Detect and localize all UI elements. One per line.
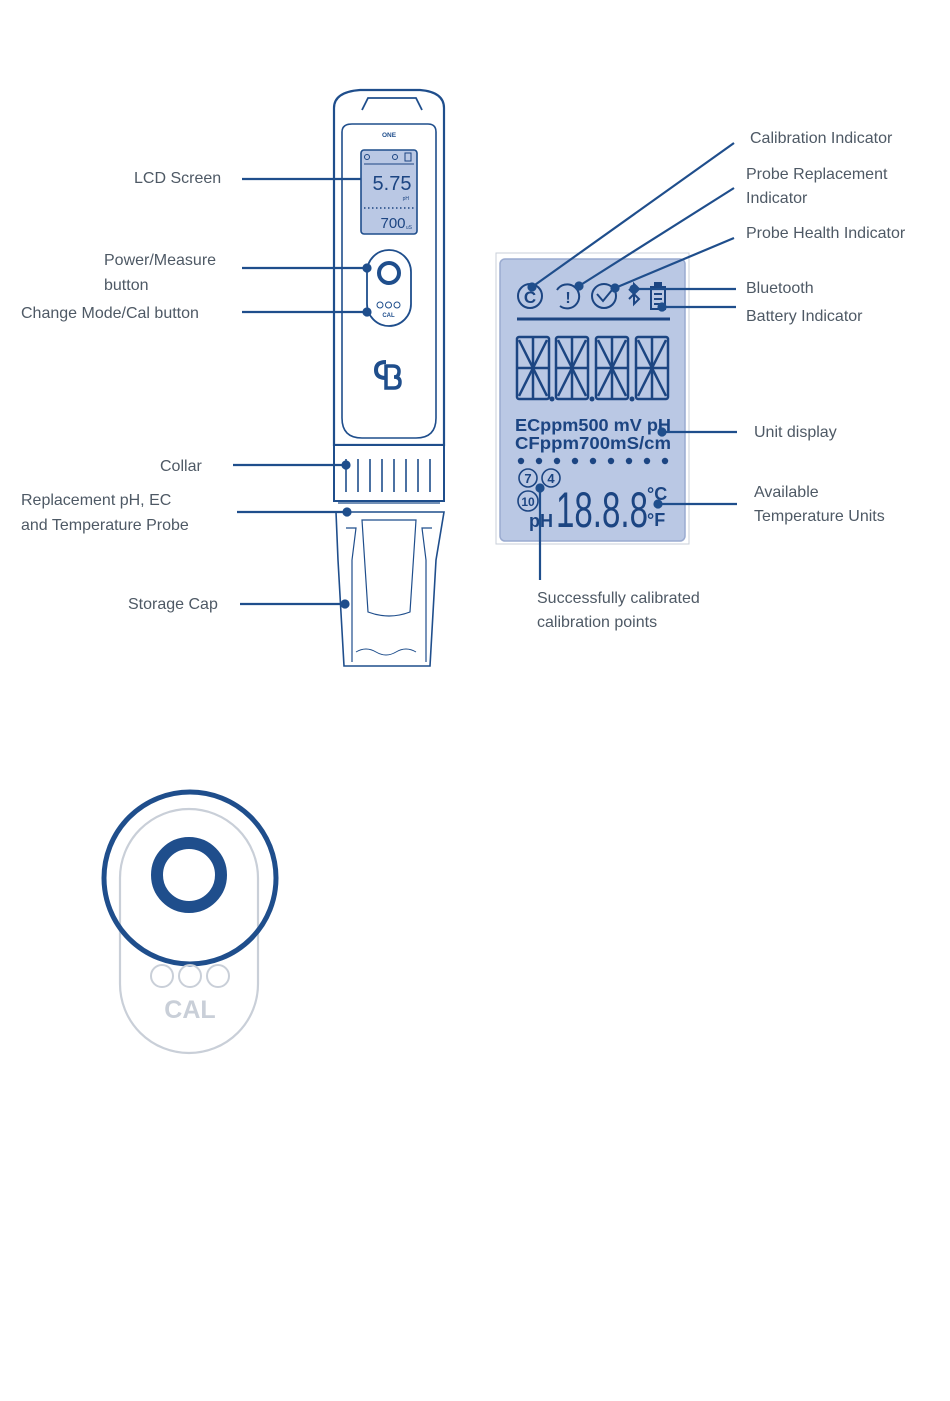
device-storage-cap <box>335 511 445 667</box>
lcd-unit-fahrenheit: °F <box>647 510 665 530</box>
device-cap-inner-right <box>421 527 432 662</box>
calibration-indicator-glyph: C <box>524 288 536 307</box>
cal-point-10: 10 <box>521 495 535 509</box>
lcd-digit-row <box>515 335 670 401</box>
device-power-button[interactable] <box>377 261 401 285</box>
lcd-unit-row-1: ECppm500 mV pH <box>515 415 671 435</box>
cal-point-7: 7 <box>524 471 531 486</box>
label-probe-line1: Replacement pH, EC <box>21 492 172 509</box>
label-calibration-indicator: Calibration Indicator <box>750 130 893 147</box>
device-collar-ridges <box>345 459 431 492</box>
probe-health-icon <box>591 283 617 309</box>
device-lcd-main-unit: pH <box>403 196 410 202</box>
closeup-power-button[interactable] <box>151 837 227 913</box>
lcd-digit-3 <box>594 335 630 401</box>
lcd-decimal-points <box>549 396 635 402</box>
label-unit-display: Unit display <box>754 424 837 441</box>
label-storage-cap: Storage Cap <box>128 596 218 613</box>
left-callout-lines <box>233 177 372 609</box>
label-probe-health: Probe Health Indicator <box>746 225 906 242</box>
closeup-cal-dot-1 <box>150 964 174 988</box>
probe-replacement-icon <box>556 283 581 310</box>
label-change-mode: Change Mode/Cal button <box>21 305 199 322</box>
lcd-top-icons: C ! <box>517 281 666 310</box>
closeup-cal-dot-3 <box>206 964 230 988</box>
label-temp-units-line2: Temperature Units <box>754 508 885 525</box>
device-cal-dot-2 <box>385 301 392 309</box>
device-cal-dot-1 <box>376 301 384 309</box>
lcd-dot-row <box>517 457 669 465</box>
label-lcd-screen: LCD Screen <box>134 170 222 187</box>
lcd-digit-2 <box>554 335 590 401</box>
closeup-cal-dot-2 <box>178 964 202 988</box>
lcd-temp-digits: 18.8.8 <box>556 482 648 538</box>
device-lcd-screen <box>360 149 418 235</box>
device-brand-text: ONE <box>382 132 397 139</box>
device-lcd-health-icon <box>392 154 398 160</box>
probe-health-check <box>596 289 613 303</box>
right-callout-lines <box>527 142 737 580</box>
label-probe-replacement-line1: Probe Replacement <box>746 166 888 183</box>
label-power-button-line2: button <box>104 277 149 294</box>
label-calibrated-line1: Successfully calibrated <box>537 590 700 607</box>
device-lcd-secondary-unit: uS <box>406 225 413 231</box>
cal-point-7-icon <box>518 468 538 488</box>
lcd-digit-4 <box>634 335 670 401</box>
probe-replacement-glyph: ! <box>565 290 570 307</box>
lcd-unit-celsius: °C <box>647 484 667 504</box>
device-cap-wave <box>355 648 417 656</box>
battery-cap <box>654 282 662 288</box>
label-bluetooth: Bluetooth <box>746 280 814 297</box>
label-collar: Collar <box>160 458 202 475</box>
label-probe-line2: and Temperature Probe <box>21 517 189 534</box>
label-probe-replacement-line2: Indicator <box>746 190 808 207</box>
device-lcd-main-reading: 5.75 <box>373 173 412 195</box>
label-battery: Battery Indicator <box>746 308 863 325</box>
closeup-cal-label[interactable]: CAL <box>164 996 215 1024</box>
device-probe-tip <box>361 519 417 617</box>
lcd-unit-row-2: CFppm700mS/cm <box>515 433 671 453</box>
device-cal-label[interactable]: CAL <box>382 313 395 319</box>
cal-point-10-icon <box>517 490 539 512</box>
cal-point-4: 4 <box>547 471 555 486</box>
device-collar <box>333 444 445 502</box>
label-calibrated-line2: calibration points <box>537 614 658 631</box>
label-temp-units-line1: Available <box>754 484 819 501</box>
device-top-clip <box>361 97 423 111</box>
device-lcd-secondary-reading: 700 <box>380 215 405 232</box>
cal-point-4-icon <box>541 468 561 488</box>
device-cal-dot-3 <box>393 301 401 309</box>
device-face-panel <box>341 123 437 439</box>
label-power-button-line1: Power/Measure <box>104 252 217 269</box>
device-lcd-battery-icon <box>404 152 412 162</box>
lcd-cal-points <box>517 468 561 512</box>
device-cap-inner-left <box>346 527 357 662</box>
device-logo-icon <box>373 360 402 390</box>
device-lcd-cal-icon <box>364 154 370 160</box>
lcd-digit-1 <box>515 335 551 401</box>
